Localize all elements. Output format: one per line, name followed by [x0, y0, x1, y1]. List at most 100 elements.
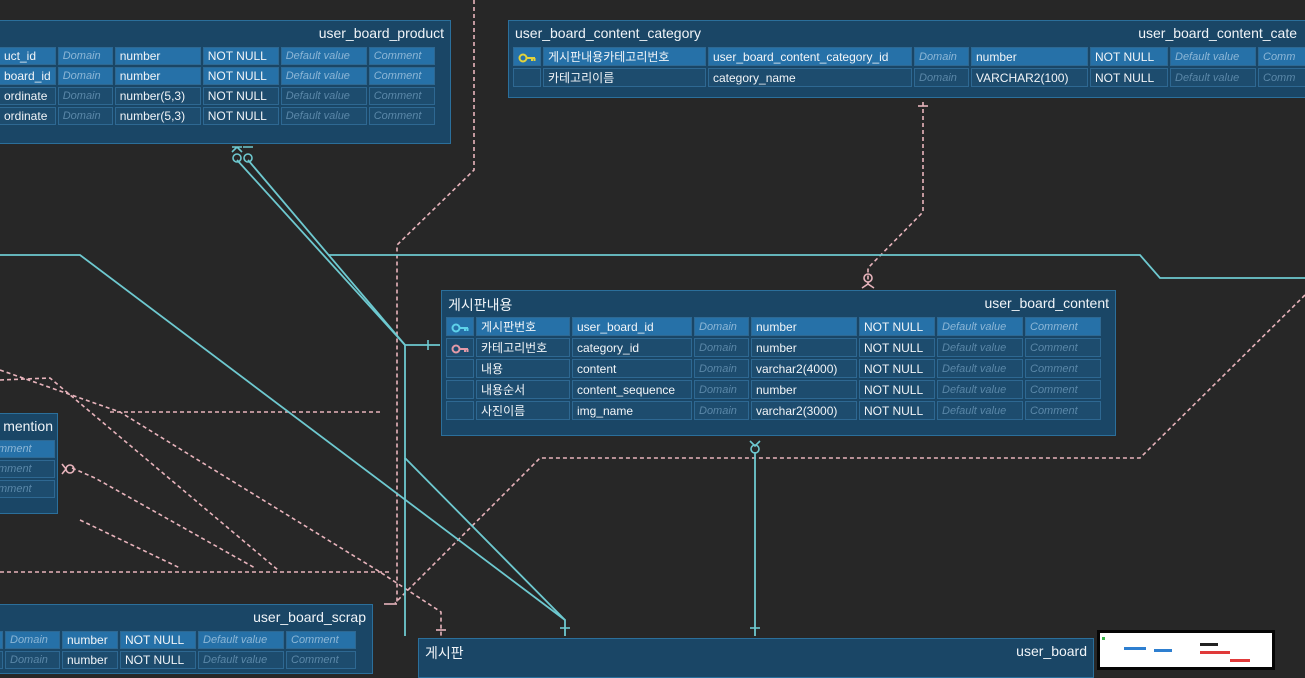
column-comment: Comm	[1258, 47, 1305, 66]
relationship-line	[79, 519, 181, 569]
column-type: number	[751, 338, 857, 357]
column-name: img_name	[572, 401, 692, 420]
column-name: category_name	[708, 68, 912, 87]
column-null: NOT NULL	[859, 317, 935, 336]
column-domain: Domain	[914, 68, 969, 87]
table-row[interactable]: 게시판내용카테고리번호 user_board_content_category_…	[513, 47, 1305, 66]
column-logical-name: 게시판내용카테고리번호	[543, 47, 706, 66]
column-logical-name: 게시판번호	[476, 317, 570, 336]
table-row[interactable]: mment	[0, 440, 55, 458]
column-name: ordinate	[0, 87, 56, 105]
table-row[interactable]: ordinate Domain number(5,3) NOT NULL Def…	[0, 87, 435, 105]
relationship-line	[867, 102, 924, 284]
column-default: Default value	[198, 631, 284, 649]
table-row[interactable]: ordinate Domain number(5,3) NOT NULL Def…	[0, 107, 435, 125]
column-comment: Comment	[1025, 338, 1101, 357]
column-comment: Comment	[286, 631, 356, 649]
column-default: Default value	[280, 107, 367, 125]
column-type: number	[114, 47, 201, 65]
column-null: NOT NULL	[120, 651, 196, 669]
relationship-lines	[0, 0, 1305, 636]
entity-user-board-content[interactable]: 게시판내용 user_board_content 게시판번호 user_boar…	[441, 290, 1116, 436]
table-row[interactable]: 게시판번호 user_board_id Domain number NOT NU…	[446, 317, 1101, 336]
table-physical-name: user_board_content	[984, 295, 1109, 311]
column-domain: Domain	[57, 107, 113, 125]
column-default: Default value	[280, 67, 367, 85]
many-marker	[749, 440, 761, 448]
table-physical-name-overlap: user_board_content_cate	[1138, 25, 1297, 41]
table-logical-name: 게시판	[425, 645, 464, 661]
minimap-mark	[1102, 637, 1105, 640]
entity-user-board-content-category[interactable]: user_board_content_category user_board_c…	[508, 20, 1305, 98]
column-null: NOT NULL	[120, 631, 196, 649]
column-default: Default value	[198, 651, 284, 669]
column-default: Default value	[937, 401, 1023, 420]
many-marker	[861, 283, 875, 289]
column-type: number	[114, 67, 201, 85]
entity-user-board-product[interactable]: user_board_product uct_id Domain number …	[0, 20, 451, 144]
column-null: NOT NULL	[1090, 47, 1168, 66]
table-row[interactable]: mment	[0, 460, 55, 478]
column-type: varchar2(4000)	[751, 359, 857, 378]
relationship-line	[0, 369, 442, 636]
column-domain: Domain	[57, 47, 113, 65]
column-type: number	[62, 631, 118, 649]
table-row[interactable]: Domain number NOT NULL Default value Com…	[0, 631, 356, 649]
column-type: VARCHAR2(100)	[971, 68, 1088, 87]
column-name	[0, 631, 3, 649]
column-domain: Domain	[914, 47, 969, 66]
column-domain: Domain	[694, 338, 749, 357]
table-row[interactable]: board_id Domain number NOT NULL Default …	[0, 67, 435, 85]
entity-user-board[interactable]: 게시판 user_board	[418, 638, 1094, 678]
column-logical-name: 사진이름	[476, 401, 570, 420]
column-null: NOT NULL	[202, 87, 279, 105]
column-comment: Comment	[368, 87, 435, 105]
column-comment: Comment	[368, 47, 435, 65]
minimap-mark	[1230, 659, 1250, 662]
column-domain: Domain	[5, 631, 60, 649]
key-cell-empty	[446, 401, 474, 420]
column-comment: Comment	[286, 651, 356, 669]
column-type: number	[751, 380, 857, 399]
column-name: category_id	[572, 338, 692, 357]
relationship-line	[71, 467, 256, 569]
column-name: ordinate	[0, 107, 56, 125]
column-comment: Comment	[1025, 359, 1101, 378]
column-name	[0, 651, 3, 669]
table-physical-name: user_board_scrap	[253, 609, 366, 625]
column-logical-name: 카테고리이름	[543, 68, 706, 87]
table-row[interactable]: 내용순서 content_sequence Domain number NOT …	[446, 380, 1101, 399]
table-row[interactable]: uct_id Domain number NOT NULL Default va…	[0, 47, 435, 65]
table-row[interactable]: 카테고리이름 category_name Domain VARCHAR2(100…	[513, 68, 1305, 87]
table-row[interactable]: 사진이름 img_name Domain varchar2(3000) NOT …	[446, 401, 1101, 420]
minimap-mark	[1200, 651, 1230, 654]
column-domain: Domain	[57, 87, 113, 105]
entity-mention[interactable]: mention mment mment mment	[0, 413, 58, 514]
column-logical-name: 내용	[476, 359, 570, 378]
key-cell-empty	[446, 380, 474, 399]
column-null: NOT NULL	[202, 107, 279, 125]
table-row[interactable]: Domain number NOT NULL Default value Com…	[0, 651, 356, 669]
column-logical-name: 카테고리번호	[476, 338, 570, 357]
column-name: content	[572, 359, 692, 378]
minimap-mark	[1124, 647, 1146, 650]
minimap[interactable]	[1097, 630, 1275, 670]
column-domain: Domain	[694, 359, 749, 378]
column-type: number	[751, 317, 857, 336]
column-name: user_board_id	[572, 317, 692, 336]
table-physical-name: user_board_product	[318, 25, 444, 41]
table-physical-name: user_board_content_category	[515, 25, 702, 41]
table-row[interactable]: 내용 content Domain varchar2(4000) NOT NUL…	[446, 359, 1101, 378]
minimap-mark	[1154, 649, 1172, 652]
table-row[interactable]: mment	[0, 480, 55, 498]
column-type: number(5,3)	[114, 87, 201, 105]
relationship-line	[328, 254, 1305, 279]
table-row[interactable]: 카테고리번호 category_id Domain number NOT NUL…	[446, 338, 1101, 357]
column-null: NOT NULL	[859, 380, 935, 399]
column-default: Default value	[1170, 47, 1256, 66]
column-type: number	[971, 47, 1088, 66]
column-comment: mment	[0, 460, 55, 478]
column-default: Default value	[937, 338, 1023, 357]
column-comment: Comment	[368, 107, 435, 125]
